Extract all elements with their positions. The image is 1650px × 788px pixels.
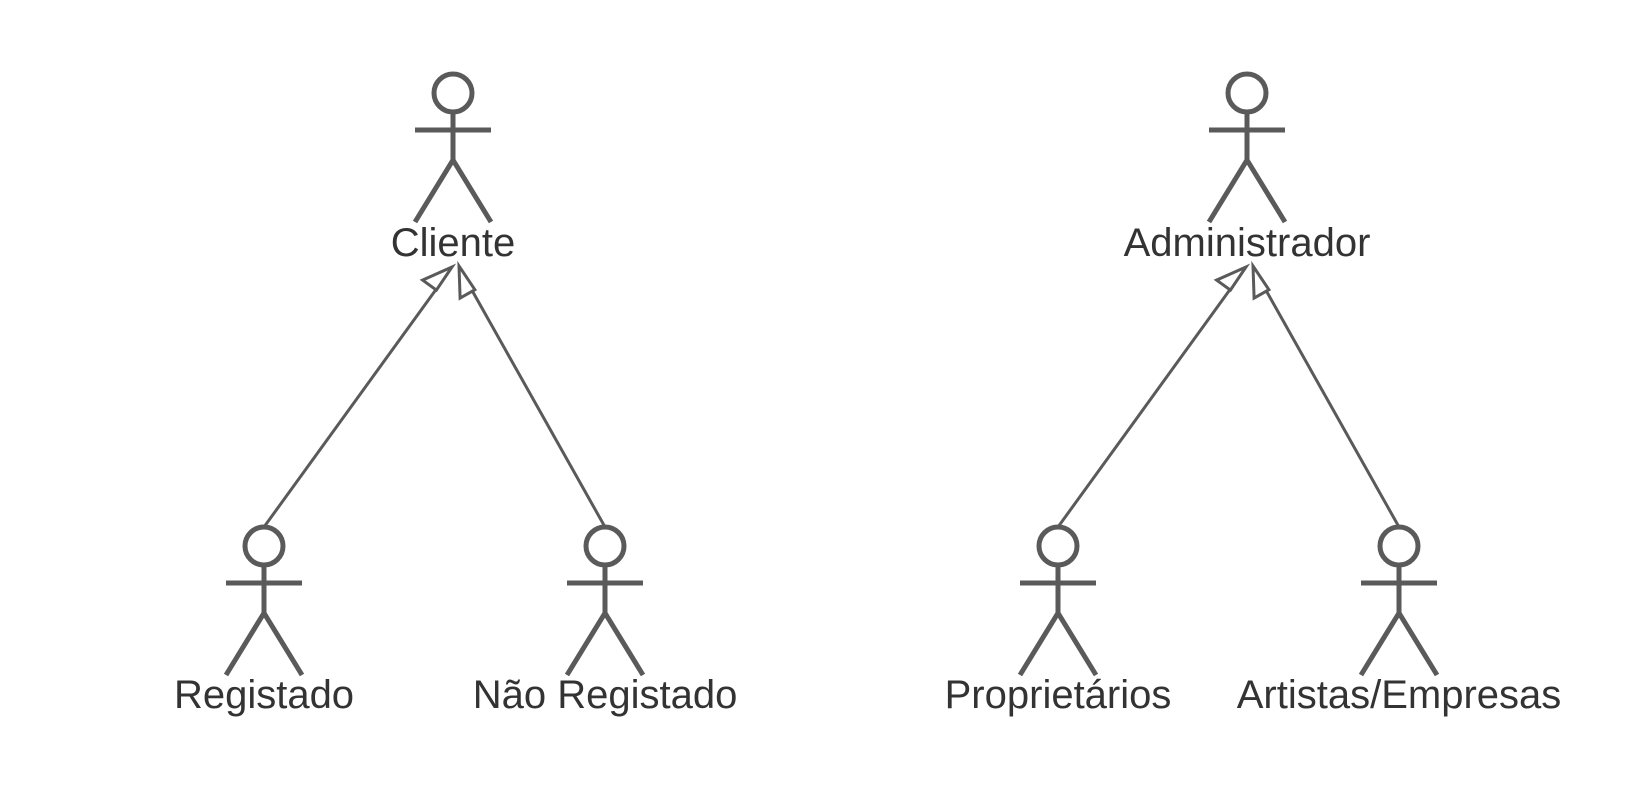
actor-icon <box>564 524 646 677</box>
generalization-arrowhead <box>1213 263 1251 293</box>
actor-icon <box>412 71 494 224</box>
actor-proprietarios: Proprietários <box>945 524 1172 717</box>
actor-label: Registado <box>174 673 354 717</box>
actor-cliente: Cliente <box>391 71 516 265</box>
edge-artistas-to-administrador <box>1251 260 1401 528</box>
actor-artistas-empresas: Artistas/Empresas <box>1237 524 1562 717</box>
actor-icon <box>223 524 305 677</box>
actor-nao-registado: Não Registado <box>473 524 738 717</box>
edge-registado-to-cliente <box>262 263 457 528</box>
edge-proprietarios-to-administrador <box>1056 263 1251 528</box>
actor-administrador: Administrador <box>1124 71 1371 265</box>
actor-label: Proprietários <box>945 673 1172 717</box>
generalization-edges <box>262 260 1401 528</box>
actor-label: Não Registado <box>473 673 738 717</box>
generalization-arrowhead <box>457 260 478 301</box>
actor-label: Artistas/Empresas <box>1237 673 1562 717</box>
actor-registado: Registado <box>174 524 354 717</box>
actor-icon <box>1358 524 1440 677</box>
edge-nao-registado-to-cliente <box>457 260 607 528</box>
generalization-arrowhead <box>419 263 457 293</box>
actor-icon <box>1017 524 1099 677</box>
actor-label: Administrador <box>1124 221 1371 265</box>
actor-label: Cliente <box>391 221 516 265</box>
generalization-arrowhead <box>1251 260 1272 301</box>
actor-icon <box>1206 71 1288 224</box>
